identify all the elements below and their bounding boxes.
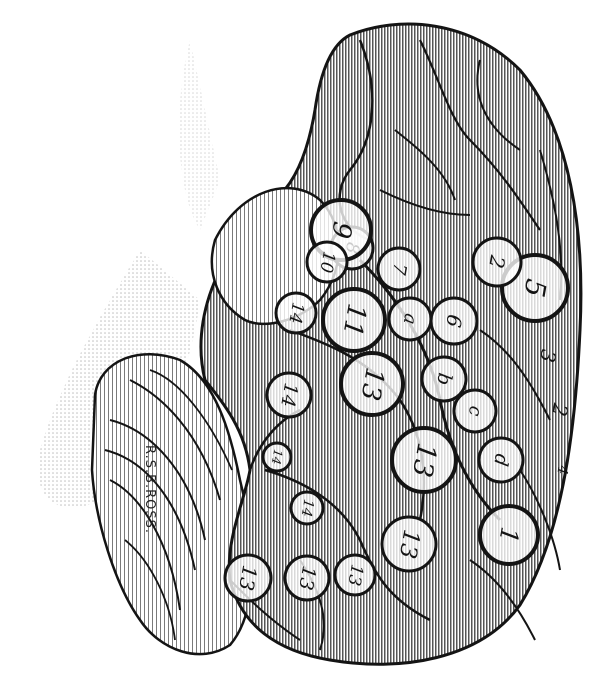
region-circle-c13f: 13 (225, 555, 271, 601)
region-circle-cc: c (454, 390, 496, 432)
region-circle-c14c: 14 (263, 443, 291, 471)
region-label: 13 (354, 365, 389, 403)
region-label: 13 (294, 564, 320, 592)
region-label: 13 (406, 440, 442, 479)
region-circle-c6: 6 (431, 298, 477, 344)
region-label: 13 (234, 563, 262, 592)
region-circle-c13b: 13 (392, 428, 456, 492)
region-circle-c10: 10 (307, 242, 347, 282)
region-circle-ca: a (389, 298, 431, 340)
region-circle-c13c: 13 (382, 517, 436, 571)
region-circle-c14a: 14 (276, 293, 316, 333)
region-circle-c13e: 13 (285, 556, 329, 600)
region-label: 13 (343, 563, 366, 588)
region-label: 14 (284, 301, 307, 326)
region-circle-cb: b (422, 357, 466, 401)
region-circle-c13d: 13 (335, 555, 375, 595)
region-circle-c14b: 14 (267, 373, 311, 417)
region-label: 11 (336, 301, 371, 339)
region-label: 14 (298, 498, 317, 518)
region-circle-c7: 7 (378, 248, 420, 290)
region-label: 13 (394, 527, 425, 560)
region-circle-c13a: 13 (341, 353, 403, 415)
region-circle-c11: 11 (323, 289, 385, 351)
region-circle-c1: 1 (480, 506, 538, 564)
region-circle-c2a: 2 (473, 238, 521, 286)
region-label: 10 (315, 250, 338, 275)
region-label: 14 (276, 381, 302, 409)
region-label: 14 (269, 448, 285, 465)
engraver-credit: R.S.B.ROSS. (142, 445, 157, 534)
region-circle-c14d: 14 (291, 492, 323, 524)
region-circle-cd: d (479, 438, 523, 482)
